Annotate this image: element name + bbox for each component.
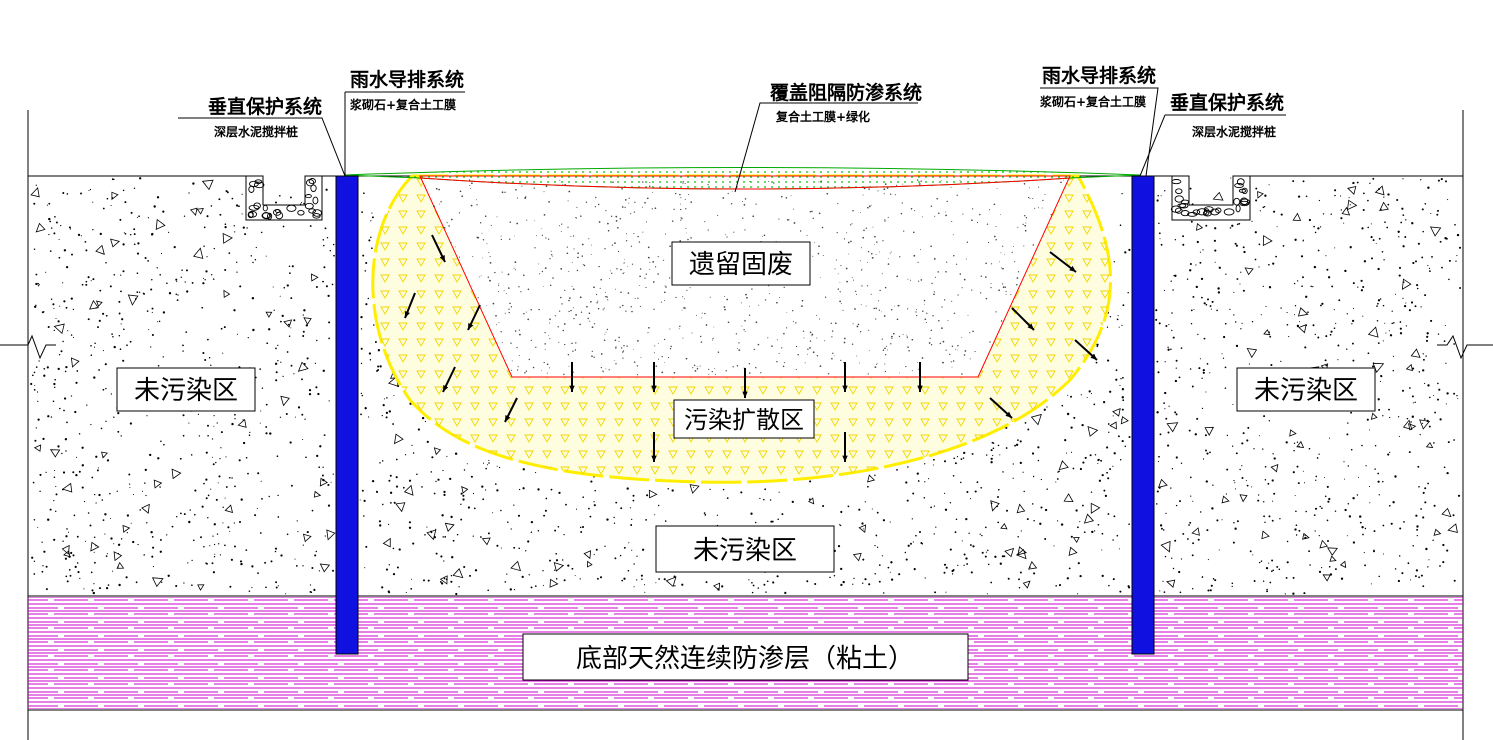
drainage-ditch-left [245, 175, 323, 221]
leader-lines [178, 87, 1286, 193]
diffusion-arrows [404, 234, 1098, 462]
gravel-icon [1170, 178, 1250, 217]
unpolluted-left-label: 未污染区 [116, 367, 256, 412]
bottom-layer-label: 底部天然连续防渗层（粘土） [522, 633, 969, 681]
gravel-icon [247, 178, 322, 220]
rain-drainage-left-sub: 浆砌石+复合土工膜 [349, 97, 456, 112]
vertical-protection-left-title: 垂直保护系统 [208, 95, 322, 118]
unpolluted-bottom-label: 未污染区 [655, 525, 835, 573]
svg-text:遗留固废: 遗留固废 [689, 250, 793, 280]
pit-texture [433, 179, 1064, 376]
cement-pile-left [335, 175, 359, 655]
rain-drainage-right-sub: 浆砌石+复合土工膜 [1039, 94, 1146, 109]
svg-text:底部天然连续防渗层（粘土）: 底部天然连续防渗层（粘土） [576, 644, 914, 674]
svg-text:未污染区: 未污染区 [693, 536, 797, 566]
drainage-ditch-right [1170, 175, 1251, 221]
pollution-spread-label: 污染扩散区 [673, 399, 815, 439]
svg-text:未污染区: 未污染区 [134, 376, 238, 406]
vertical-protection-left-sub: 深层水泥搅拌桩 [214, 124, 298, 139]
cement-pile-right [1131, 175, 1155, 655]
cover-barrier-title: 覆盖阻隔防渗系统 [769, 81, 922, 104]
vertical-protection-right-title: 垂直保护系统 [1170, 91, 1284, 114]
svg-text:未污染区: 未污染区 [1254, 376, 1358, 406]
rain-drainage-left-title: 雨水导排系统 [350, 68, 464, 91]
vertical-protection-right-sub: 深层水泥搅拌桩 [1192, 124, 1276, 139]
unpolluted-right-label: 未污染区 [1236, 367, 1376, 412]
svg-text:污染扩散区: 污染扩散区 [684, 406, 804, 434]
residual-waste-label: 遗留固废 [671, 241, 811, 286]
rain-drainage-right-title: 雨水导排系统 [1042, 64, 1156, 87]
cover-barrier-sub: 复合土工膜+绿化 [775, 109, 870, 124]
